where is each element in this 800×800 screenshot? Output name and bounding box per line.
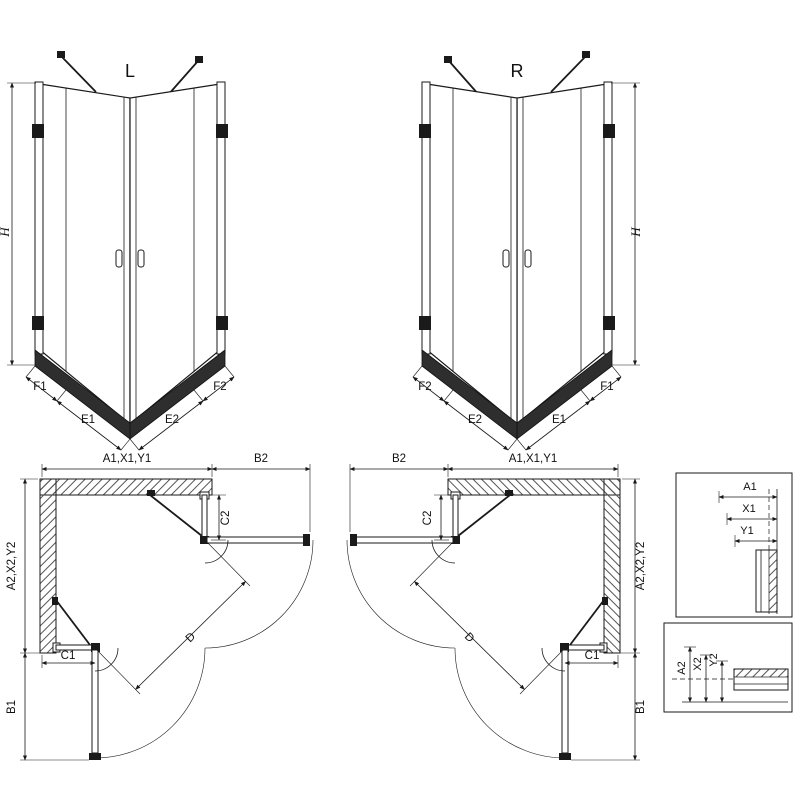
plan-fixed-width-label: C1 [585,650,600,662]
door-dimension: E1 [552,414,566,426]
plan-door-extension-label: B2 [392,453,406,465]
fixed-panel-dimension: F1 [600,381,613,393]
fixed-panel-dimension: F1 [33,381,46,393]
detail-dim-label: A2 [676,661,688,674]
detail-dim-label: X1 [742,503,755,515]
plan-fixed-width-label: C1 [61,650,76,662]
plan-geometry-left [20,464,313,760]
perspective-view-right: R H F2 E2 E1 F1 [413,51,643,450]
door-dimension: E2 [468,414,482,426]
detail-view-wall-profile: A1 X1 Y1 [675,472,793,618]
plan-view-left: A1,X1,Y1 B2 C2 A2,X2,Y2 B1 C1 D [6,453,313,760]
detail-view-bottom-profile: A2 X2 Y2 [663,622,793,713]
plan-top-width-label: A1,X1,Y1 [103,453,152,465]
plan-diagonal-label: D [184,631,198,645]
detail-dim-label: Y1 [740,525,753,537]
plan-geometry-right [347,464,640,760]
height-dimension-label: H [628,227,643,238]
plan-side-depth-label: A2,X2,Y2 [6,542,18,591]
door-dimension: E1 [81,414,95,426]
fixed-panel-dimension: F2 [213,381,226,393]
variant-label-right: R [511,61,524,81]
plan-view-right: B2 A1,X1,Y1 C2 A2,X2,Y2 B1 C1 D [347,453,647,760]
door-dimension: E2 [165,414,179,426]
plan-diagonal-label: D [462,631,476,645]
perspective-view-left: L H F1 E1 E2 F2 [0,51,234,450]
plan-top-width-label: A1,X1,Y1 [509,453,558,465]
detail-dim-label: Y2 [708,653,720,666]
detail-dim-label: X2 [692,657,704,670]
plan-door-extension-label: B1 [635,700,647,714]
variant-label-left: L [125,61,135,81]
fixed-panel-dimension: F2 [418,381,431,393]
plan-door-extension-label: B1 [6,700,18,714]
detail-dim-label: A1 [743,481,756,493]
plan-fixed-depth-label: C2 [422,511,434,526]
height-dimension-label: H [0,227,12,238]
plan-side-depth-label: A2,X2,Y2 [635,542,647,591]
plan-door-extension-label: B2 [254,453,268,465]
plan-fixed-depth-label: C2 [220,511,232,526]
